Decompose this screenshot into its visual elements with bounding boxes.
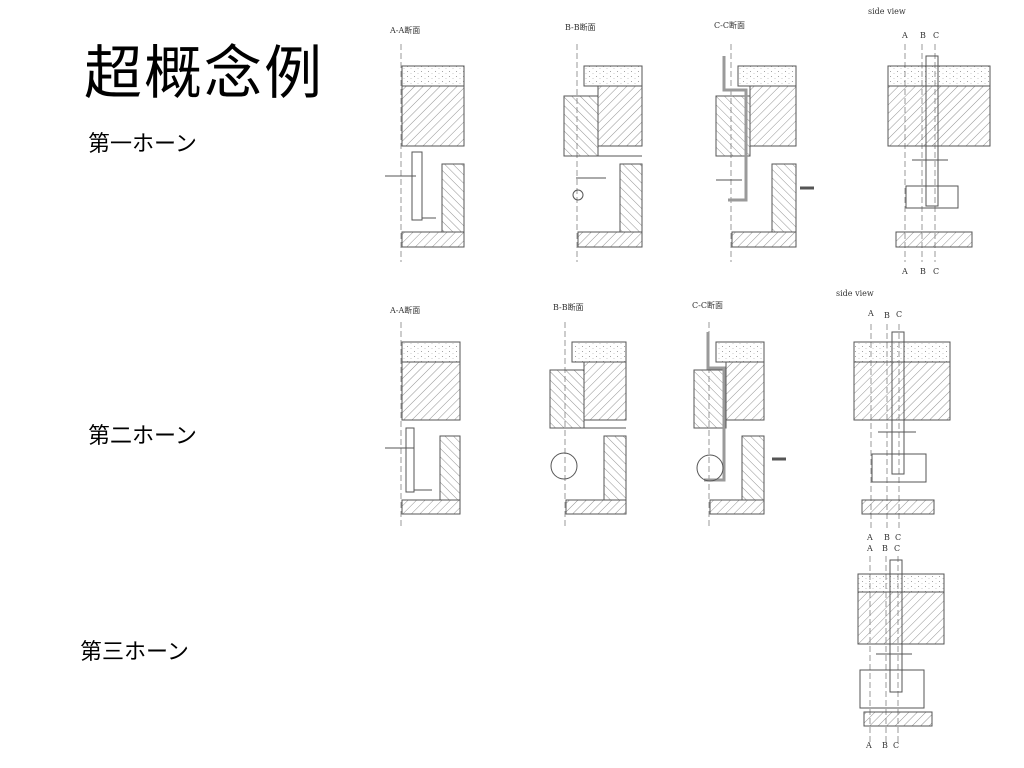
side-letter-b-2: B [884,311,890,320]
section-cc-drawing-1: C-C断面 [714,20,814,262]
side-view-label-1: side view [868,7,906,16]
side-letter-a-2: A [867,309,874,318]
side-letter-b-mid-3: B [882,544,888,553]
side-letter-c-top-1: C [933,31,939,40]
zone-label-2: 第二ホーン [88,424,197,449]
section-bb-label-2: B-B断面 [553,302,584,312]
section-aa-label-1: A-A断面 [389,25,420,35]
side-view-label-2: side view [836,289,874,298]
side-letter-b-top-1: B [920,31,926,40]
side-letter-c-bottom-1: C [933,267,939,276]
zone-label-3: 第三ホーン [80,640,189,665]
side-letter-b-bottom-1: B [920,267,926,276]
side-view-drawing-3: A B C A B C A B C [857,533,945,750]
section-bb-label-1: B-B断面 [565,22,596,32]
side-letter-a-top-3: A [866,533,873,542]
side-letter-c-bottom-3: C [893,741,899,750]
section-cc-label-1: C-C断面 [714,20,745,30]
section-cc-drawing-2: C-C断面 [692,300,786,528]
section-cc-label-2: C-C断面 [692,300,723,310]
side-letter-b-top-3: B [884,533,890,542]
side-view-drawing-1: side view A B C A B C [868,7,991,276]
section-aa-drawing-2: A-A断面 [385,305,461,528]
side-letter-c-top-3: C [895,533,901,542]
side-letter-a-mid-3: A [866,544,873,553]
side-letter-a-bottom-1: A [901,267,908,276]
section-bb-drawing-2: B-B断面 [549,302,627,528]
side-letter-b-bottom-3: B [882,741,888,750]
section-aa-drawing-1: A-A断面 [385,25,465,262]
side-letter-c-2: C [896,310,902,319]
side-letter-c-mid-3: C [894,544,900,553]
side-letter-a-top-1: A [901,31,908,40]
side-view-drawing-2: side view A B C [836,289,951,528]
page-title: 超概念例 [84,39,325,107]
zone-label-1: 第一ホーン [88,132,197,157]
section-bb-drawing-1: B-B断面 [563,22,643,262]
section-aa-label-2: A-A断面 [389,305,420,315]
side-letter-a-bottom-3: A [865,741,872,750]
